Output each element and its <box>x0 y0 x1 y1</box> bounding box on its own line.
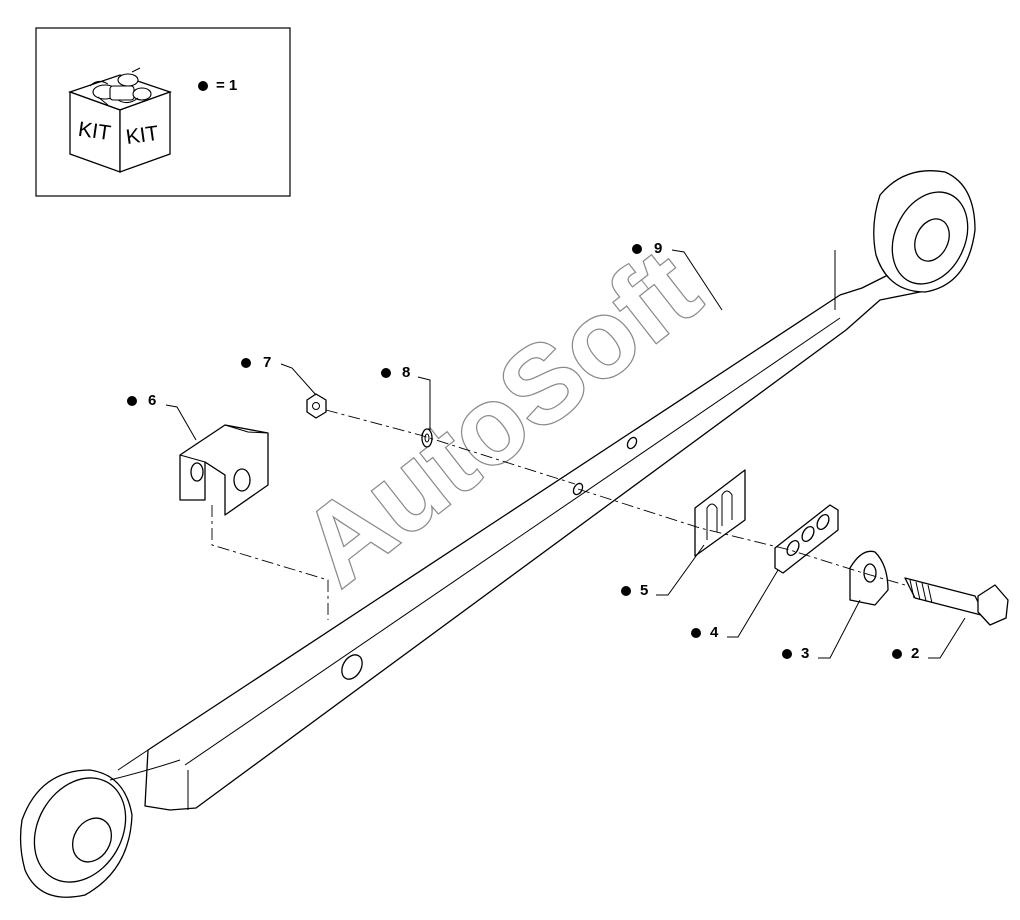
callout-2: 2 <box>892 617 966 662</box>
callout-label-2: 2 <box>911 645 919 662</box>
kit-label-right: KIT <box>124 122 160 149</box>
callout-8: 8 <box>381 364 431 430</box>
callout-label-4: 4 <box>710 624 719 641</box>
callout-9: 9 <box>632 240 723 311</box>
assembly-line-pin <box>577 488 906 586</box>
callout-label-3: 3 <box>801 645 809 662</box>
arm-hole-lower <box>341 654 363 680</box>
part-2-bolt <box>904 577 1009 626</box>
bullet-icon <box>892 649 902 659</box>
lower-link-arm <box>19 170 976 898</box>
bullet-icon <box>782 649 792 659</box>
bullet-icon <box>241 358 251 368</box>
part-6-bracket <box>179 424 269 516</box>
callout-5: 5 <box>621 544 705 599</box>
callout-label-6: 6 <box>148 392 156 409</box>
assembly-line-7-8 <box>325 409 576 485</box>
kit-bullet-icon <box>198 81 208 91</box>
kit-label-left: KIT <box>77 118 113 145</box>
part-5-plate <box>694 469 746 557</box>
part-4-spacer <box>774 504 839 574</box>
callout-7: 7 <box>241 354 317 396</box>
bullet-icon <box>691 628 701 638</box>
callout-label-5: 5 <box>640 582 648 599</box>
callout-4: 4 <box>691 569 779 641</box>
bullet-icon <box>381 368 391 378</box>
callout-label-8: 8 <box>402 364 410 381</box>
callout-label-7: 7 <box>263 354 271 371</box>
bullet-icon <box>127 396 137 406</box>
callout-3: 3 <box>782 599 861 662</box>
part-3-retainer <box>849 550 889 606</box>
part-7-nut <box>306 393 327 419</box>
callout-6: 6 <box>127 392 197 441</box>
kit-inset: KIT KIT = 1 <box>35 27 291 197</box>
part-8-washer <box>421 428 433 448</box>
assembly-line-6 <box>211 505 329 620</box>
callout-label-9: 9 <box>654 240 662 257</box>
bullet-icon <box>621 586 631 596</box>
kit-legend: = 1 <box>216 77 237 94</box>
bullet-icon <box>632 244 642 254</box>
kit-box-icon <box>68 67 172 173</box>
